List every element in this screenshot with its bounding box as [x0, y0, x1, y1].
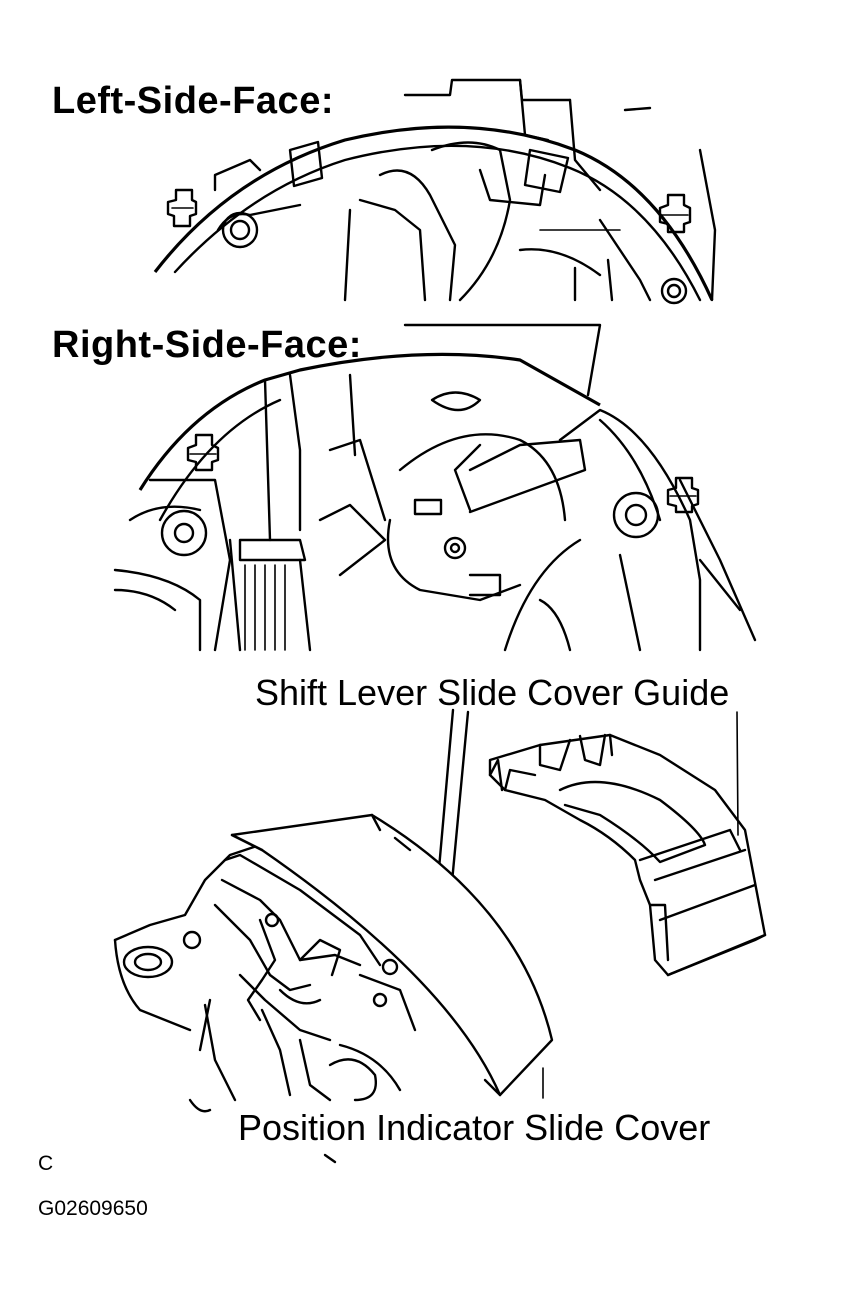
clip-right-upper-left	[186, 433, 220, 472]
clip-left-upper-left	[166, 188, 198, 228]
footer-letter: C	[38, 1152, 54, 1175]
position-indicator-slide-cover-label: Position Indicator Slide Cover	[238, 1107, 711, 1148]
figure-code: G02609650	[38, 1197, 148, 1220]
right-side-face-title: Right-Side-Face:	[52, 324, 362, 366]
left-side-face-drawing	[153, 78, 717, 305]
shift-lever-rod	[436, 708, 470, 884]
clip-left-upper-right	[658, 193, 692, 234]
right-side-face-drawing	[113, 323, 757, 652]
shift-lever-slide-cover-guide-label: Shift Lever Slide Cover Guide	[255, 672, 730, 713]
shift-lever-assembly-drawing	[113, 708, 767, 1164]
shift-lever-slide-cover-guide-part	[488, 733, 767, 977]
left-side-face-title: Left-Side-Face:	[52, 80, 334, 122]
leader-line-slide-cover-guide	[736, 711, 739, 836]
clip-right-upper-right	[666, 476, 700, 514]
